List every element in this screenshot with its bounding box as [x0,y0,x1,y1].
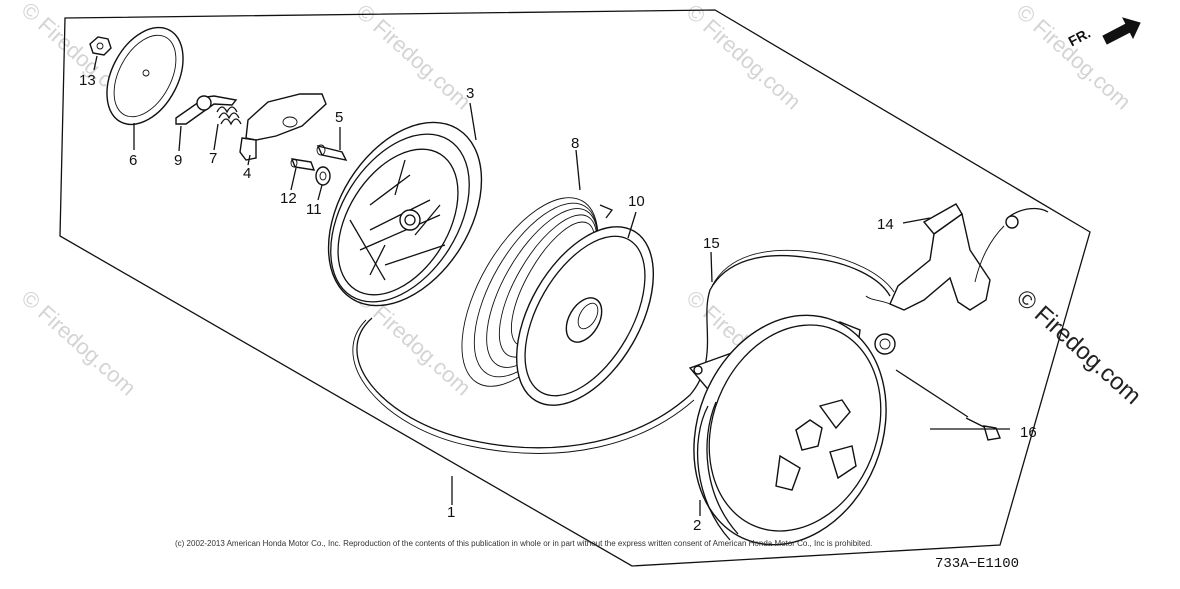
watermark: © Firedog.com [352,0,476,114]
part-label-14: 14 [877,216,894,233]
part-label-15: 15 [703,235,720,252]
part-label-1: 1 [447,504,455,521]
part-label-5: 5 [335,109,343,126]
part-2-housing [688,314,896,546]
part-label-4: 4 [243,165,251,182]
part-10-spring-case [515,226,655,406]
watermark: © Firedog.com [1012,0,1136,114]
part-14-handle [865,203,1049,311]
part-11-washer [315,166,331,186]
part-3-pulley [327,121,483,307]
part-label-11: 11 [306,201,322,218]
part-label-10: 10 [628,193,645,210]
part-13-nut [89,36,112,56]
part-label-12: 12 [280,190,297,207]
copyright-notice: (c) 2002-2013 American Honda Motor Co., … [175,539,873,548]
part-label-2: 2 [693,517,701,534]
part-15-rope [352,249,895,454]
part-label-8: 8 [571,135,579,152]
part-label-16: 16 [1020,424,1037,441]
part-7-spring [216,106,242,126]
part-4-ratchet [239,93,327,161]
watermark: © Firedog.com [17,285,141,400]
part-label-7: 7 [209,150,217,167]
assembly-outline [59,9,1091,567]
drawing-code: 733A−E1100 [935,556,1020,572]
part-5-pin [316,144,348,161]
part-6-plate [106,26,184,126]
part-9-ratchet-guide [175,95,238,125]
part-label-13: 13 [79,72,96,89]
part-label-9: 9 [174,152,182,169]
leader-lines [93,55,1010,516]
part-label-6: 6 [129,152,137,169]
watermark: © Firedog.com [682,0,806,114]
part-12-pin [290,158,316,171]
part-label-3: 3 [466,85,474,102]
watermark-large: © Firedog.com [1011,284,1146,410]
part-labels: 1 2 3 4 5 6 7 8 9 10 11 12 13 14 15 16 [79,72,1037,534]
front-direction-arrow-icon [1102,17,1141,45]
